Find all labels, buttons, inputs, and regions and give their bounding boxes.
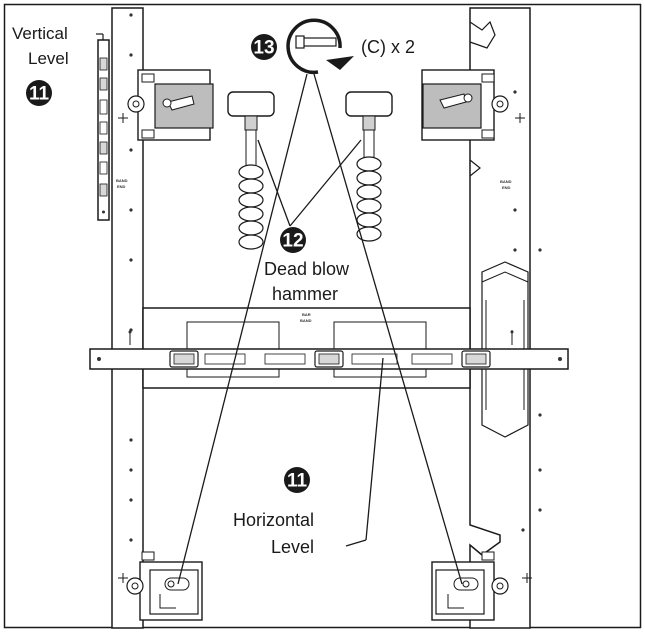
horizontal-level-label-line1: Horizontal <box>233 510 314 530</box>
top-right-bracket <box>421 69 525 141</box>
callout-number: 12 <box>282 231 303 252</box>
svg-text:BAND: BAND <box>300 318 312 323</box>
vertical-level-label-line2: Level <box>28 49 69 68</box>
horizontal-level-label-line2: Level <box>271 537 314 557</box>
dead-blow-label-line2: hammer <box>272 284 338 304</box>
leader-lines <box>177 73 463 585</box>
svg-text:BAR: BAR <box>302 312 311 317</box>
dead-blow-label-line1: Dead blow <box>264 259 350 279</box>
bottom-right-bracket <box>431 551 532 621</box>
callout-vertical-level: 11 <box>26 80 52 106</box>
vertical-level-tool <box>96 33 110 221</box>
svg-text:END: END <box>117 184 126 189</box>
callout-number: 11 <box>29 84 50 105</box>
center-panel: BAR BAND <box>128 307 514 389</box>
vertical-level-label-line1: Vertical <box>12 24 68 43</box>
rotate-label: (C) x 2 <box>361 37 415 57</box>
bottom-left-bracket <box>118 551 203 621</box>
callout-rotate: 13 <box>251 34 277 60</box>
callout-number: 11 <box>287 471 308 492</box>
left-hammer-icon <box>227 91 275 250</box>
svg-text:BAND: BAND <box>116 178 128 183</box>
rotate-clockwise-icon <box>286 18 354 75</box>
right-hammer-icon <box>345 91 393 242</box>
svg-text:BAND: BAND <box>500 179 512 184</box>
horizontal-level-tool <box>89 348 569 370</box>
svg-text:END: END <box>502 185 511 190</box>
callout-hammer: 12 <box>280 227 306 253</box>
callout-horizontal-level: 11 <box>284 467 310 493</box>
callout-number: 13 <box>253 38 274 59</box>
top-left-bracket <box>118 69 214 141</box>
